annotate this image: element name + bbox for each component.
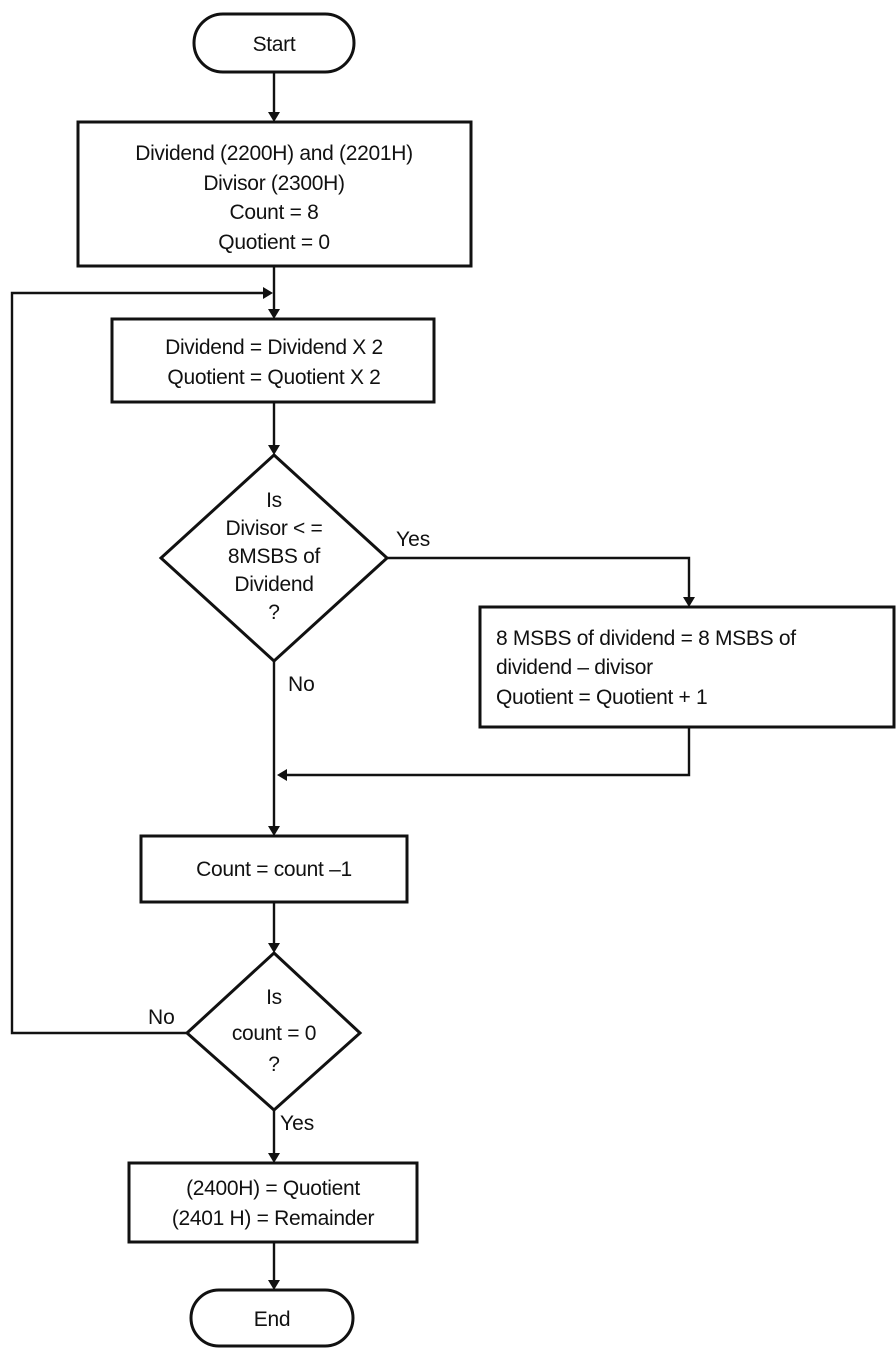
- edge-subtract-to-merge: [286, 727, 691, 777]
- arrowhead-icon: [268, 445, 280, 455]
- arrowhead-icon: [683, 597, 695, 607]
- compare-line: Dividend: [234, 573, 313, 596]
- compare-line: Divisor < =: [225, 517, 322, 540]
- arrowhead-icon: [268, 309, 280, 319]
- label-count-no: No: [148, 1006, 175, 1029]
- decrement-process: Count = count –1: [139, 834, 409, 904]
- count-line: Is: [266, 986, 282, 1009]
- start-label: Start: [253, 33, 296, 56]
- count-decision: Is count = 0 ?: [184, 950, 363, 1113]
- arrowhead-icon: [268, 1280, 280, 1290]
- store-line: (2400H) = Quotient: [186, 1177, 360, 1200]
- compare-line: 8MSBS of: [228, 545, 321, 568]
- compare-decision: Is Divisor < = 8MSBS of Dividend ?: [158, 452, 390, 664]
- shift-line: Quotient = Quotient X 2: [167, 366, 380, 389]
- shift-line: Dividend = Dividend X 2: [165, 336, 383, 359]
- subtract-line: Quotient = Quotient + 1: [496, 686, 707, 709]
- init-process: Dividend (2200H) and (2201H) Divisor (23…: [76, 120, 473, 268]
- arrowhead-icon: [277, 769, 287, 781]
- edge-check-no-loop-back: [10, 291, 264, 1035]
- start-terminator: Start: [192, 12, 356, 74]
- end-label: End: [254, 1308, 290, 1331]
- arrowhead-icon: [268, 943, 280, 953]
- edge-compare-yes-to-subtract: [387, 556, 691, 598]
- label-compare-no: No: [288, 673, 315, 696]
- count-line: ?: [268, 1053, 279, 1076]
- arrowhead-icon: [268, 826, 280, 836]
- label-compare-yes: Yes: [396, 528, 430, 551]
- init-line: Quotient = 0: [218, 231, 329, 254]
- init-line: Count = 8: [230, 201, 319, 224]
- compare-line: ?: [268, 601, 279, 624]
- end-terminator: End: [189, 1288, 355, 1348]
- subtract-line: dividend – divisor: [496, 656, 653, 679]
- arrowhead-icon: [268, 1153, 280, 1163]
- shift-process: Dividend = Dividend X 2 Quotient = Quoti…: [110, 317, 436, 404]
- init-line: Dividend (2200H) and (2201H): [135, 142, 413, 165]
- subtract-line: 8 MSBS of dividend = 8 MSBS of: [496, 627, 796, 650]
- subtract-process: 8 MSBS of dividend = 8 MSBS of dividend …: [478, 605, 896, 729]
- store-line: (2401 H) = Remainder: [172, 1207, 375, 1230]
- compare-line: Is: [266, 489, 282, 512]
- init-line: Divisor (2300H): [203, 172, 344, 195]
- arrowhead-icon: [268, 112, 280, 122]
- arrowhead-icon: [263, 287, 273, 299]
- label-count-yes: Yes: [280, 1112, 314, 1135]
- edges: [10, 72, 695, 1290]
- count-line: count = 0: [232, 1022, 316, 1045]
- decrement-label: Count = count –1: [196, 858, 352, 881]
- store-process: (2400H) = Quotient (2401 H) = Remainder: [127, 1161, 419, 1244]
- edge-labels: Yes No No Yes: [148, 528, 430, 1135]
